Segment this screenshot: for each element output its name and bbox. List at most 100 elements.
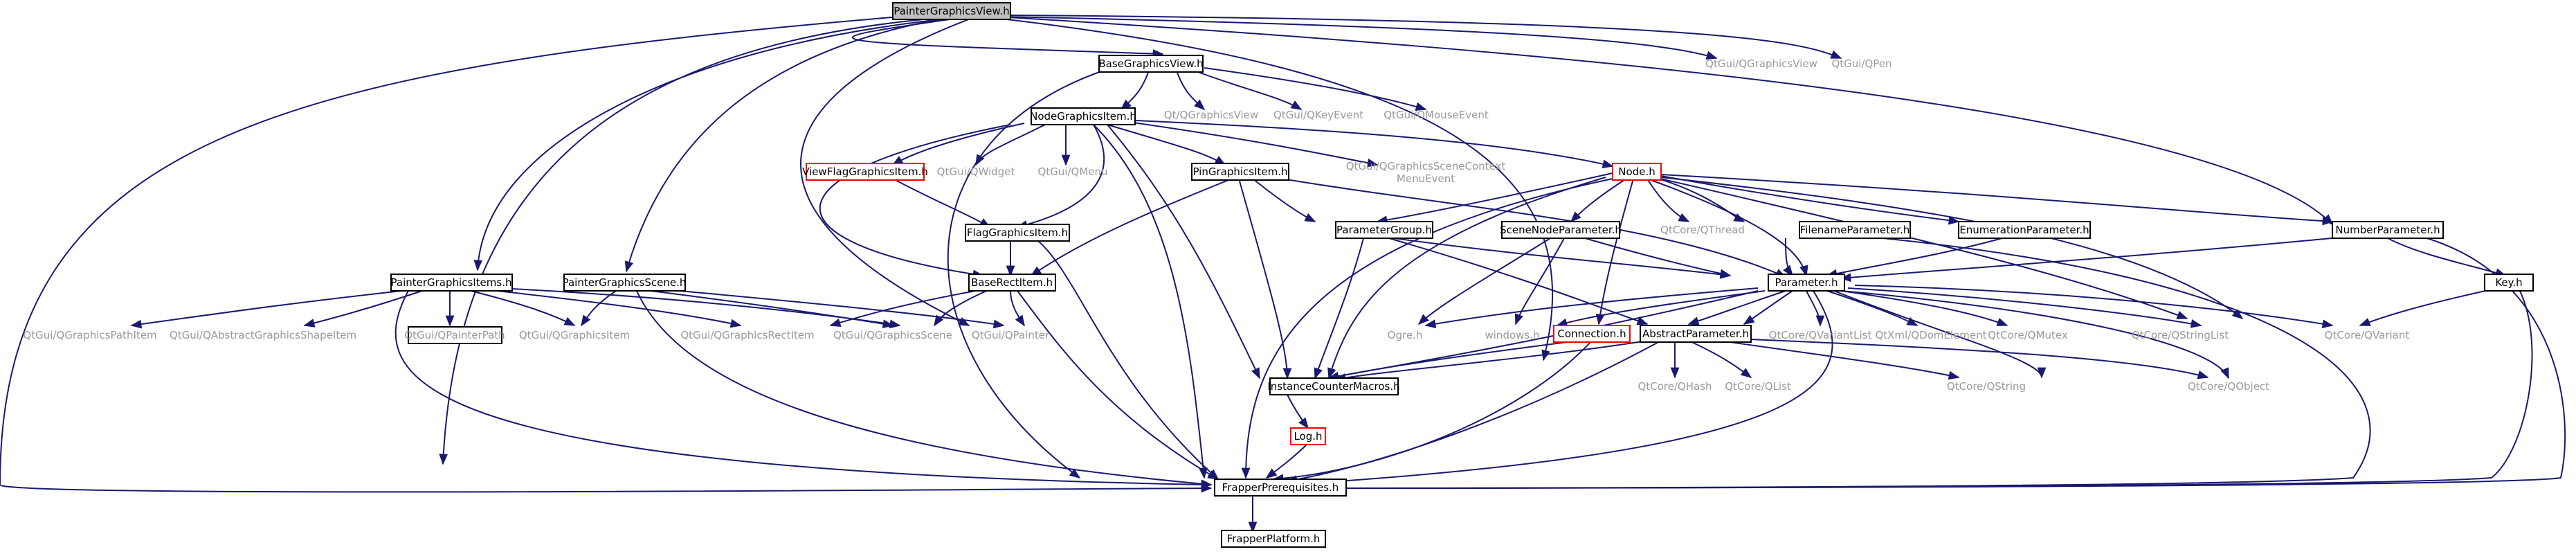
node-qkeyevent[interactable]: QtGui/QKeyEvent — [1273, 109, 1363, 121]
edge — [1327, 177, 1606, 379]
edge — [892, 178, 991, 228]
node-qt-qgraphicsview[interactable]: Qt/QGraphicsView — [1164, 109, 1258, 121]
node-qmouseevent[interactable]: QtGui/QMouseEvent — [1384, 109, 1489, 121]
edge — [394, 290, 1213, 490]
node-baserectitem[interactable]: BaseRectItem.h — [968, 274, 1056, 292]
edge — [1424, 287, 1759, 328]
node-qabstractgraphicsshapeitem[interactable]: QtGui/QAbstractGraphicsShapeItem — [170, 329, 356, 341]
node-filenameparameter[interactable]: FilenameParameter.h — [1799, 221, 1911, 239]
node-windows[interactable]: windows.h — [1485, 329, 1540, 341]
node-pingraphicsitem[interactable]: PinGraphicsItem.h — [1191, 163, 1289, 181]
node-qpainterpath-label: QtGui/QPainterPath — [404, 329, 505, 341]
edge — [1107, 124, 1226, 166]
edge — [1556, 290, 1766, 327]
node-paintergraphicsscene[interactable]: PainterGraphicsScene.h — [563, 274, 687, 292]
node-qmutex[interactable]: QtCore/QMutex — [1988, 329, 2068, 341]
node-qgraphicsitem[interactable]: QtGui/QGraphicsItem — [519, 329, 630, 341]
node-key[interactable]: Key.h — [2484, 274, 2534, 292]
node-ogre-label: Ogre.h — [1388, 329, 1423, 341]
node-abstractparameter[interactable]: AbstractParameter.h — [1640, 325, 1752, 343]
edge — [439, 16, 956, 465]
edge — [1688, 340, 1752, 378]
edge — [473, 16, 970, 271]
node-qthread[interactable]: QtCore/QThread — [1660, 224, 1745, 236]
node-instancecountermacros[interactable]: InstanceCounterMacros.h — [1267, 377, 1400, 395]
edge — [1716, 337, 2209, 379]
node-frapperplatform[interactable]: FrapperPlatform.h — [1221, 530, 1326, 548]
node-log-label: Log.h — [1294, 430, 1322, 443]
edge — [1417, 238, 1551, 325]
node-qdomelement-label: QtXml/QDomElement — [1875, 329, 1986, 341]
edge — [982, 16, 1554, 361]
edge — [934, 289, 990, 327]
edge — [1653, 177, 1745, 222]
node-qpen[interactable]: QtGui/QPen — [1831, 57, 1892, 70]
node-qpainterpath[interactable]: QtGui/QPainterPath — [404, 326, 505, 344]
node-qt-qgraphicsview-label: Qt/QGraphicsView — [1164, 109, 1258, 121]
node-qwidget-label: QtGui/QWidget — [937, 166, 1015, 178]
edge — [1265, 443, 1309, 479]
node-parameter[interactable]: Parameter.h — [1768, 274, 1845, 292]
node-nodegraphicsitem[interactable]: NodeGraphicsItem.h — [1030, 107, 1136, 125]
node-instancecountermacros-label: InstanceCounterMacros.h — [1267, 380, 1399, 393]
node-qdomelement[interactable]: QtXml/QDomElement — [1875, 329, 1986, 341]
node-connection[interactable]: Connection.h — [1553, 325, 1631, 343]
edge — [1241, 178, 1613, 479]
edge — [2359, 289, 2492, 326]
node-frapperprerequisites[interactable]: FrapperPrerequisites.h — [1214, 479, 1347, 497]
node-filenameparameter-label: FilenameParameter.h — [1800, 224, 1910, 236]
edge — [2387, 238, 2507, 277]
node-qhash[interactable]: QtCore/QHash — [1638, 380, 1712, 393]
node-qgraphicsrectitem[interactable]: QtGui/QGraphicsRectItem — [680, 329, 814, 341]
edge — [1376, 172, 1613, 224]
node-qgraphicsscene[interactable]: QtGui/QGraphicsScene — [833, 329, 952, 341]
edge — [1514, 238, 1565, 325]
node-qgraphicsview-top[interactable]: QtGui/QGraphicsView — [1705, 57, 1817, 70]
node-abstractparameter-label: AbstractParameter.h — [1642, 328, 1749, 340]
node-qgraphicsscenecontextmenuevent[interactable]: QtGui/QGraphicsSceneContext MenuEvent — [1346, 160, 1506, 185]
edge — [1272, 340, 1593, 483]
node-qstring-label: QtCore/QString — [1947, 380, 2026, 393]
edge — [650, 290, 894, 328]
node-qvariantlist[interactable]: QtCore/QVariantList — [1769, 329, 1872, 341]
node-log[interactable]: Log.h — [1290, 427, 1326, 445]
node-qobject[interactable]: QtCore/QObject — [2188, 380, 2269, 393]
node-enumerationparameter[interactable]: EnumerationParameter.h — [1958, 221, 2091, 239]
node-ogre[interactable]: Ogre.h — [1388, 329, 1423, 341]
edge — [1595, 178, 1634, 325]
node-scenenodeparameter[interactable]: SceneNodeParameter.h — [1500, 221, 1622, 239]
edge — [664, 289, 1005, 329]
node-qpainter[interactable]: QtGui/QPainter — [972, 329, 1050, 341]
node-paintergraphicsitems[interactable]: PainterGraphicsItems.h — [390, 274, 513, 292]
node-qstring[interactable]: QtCore/QString — [1947, 380, 2026, 393]
node-node[interactable]: Node.h — [1612, 163, 1662, 181]
node-qpen-label: QtGui/QPen — [1831, 57, 1892, 70]
node-flaggraphicsitem[interactable]: FlagGraphicsItem.h — [965, 224, 1070, 242]
node-qwidget[interactable]: QtGui/QWidget — [937, 166, 1015, 178]
edge — [636, 290, 1213, 489]
node-viewflaggraphicsitem[interactable]: ViewFlagGraphicsItem.h — [802, 163, 928, 181]
node-qobject-label: QtCore/QObject — [2188, 380, 2269, 393]
edge — [1384, 236, 1732, 279]
node-qstringlist[interactable]: QtCore/QStringList — [2132, 329, 2229, 341]
node-qvariant[interactable]: QtCore/QVariant — [2325, 329, 2410, 341]
node-basegraphicsview[interactable]: BaseGraphicsView.h — [1098, 55, 1204, 73]
node-parameter-label: Parameter.h — [1775, 276, 1838, 289]
edge — [1660, 175, 1960, 225]
node-numberparameter[interactable]: NumberParameter.h — [2332, 221, 2444, 239]
node-qmouseevent-label: QtGui/QMouseEvent — [1384, 109, 1489, 121]
node-parametergroup[interactable]: ParameterGroup.h — [1335, 221, 1433, 239]
node-qmenu[interactable]: QtGui/QMenu — [1037, 166, 1107, 178]
edge — [891, 123, 1025, 166]
node-qgraphicsscenecontextmenuevent-label-1: QtGui/QGraphicsSceneContext — [1346, 160, 1506, 172]
edge — [1584, 238, 1732, 278]
edge — [947, 69, 1108, 479]
edge — [1176, 70, 1206, 111]
node-qlist[interactable]: QtCore/QList — [1725, 380, 1791, 393]
edge — [1826, 290, 1919, 326]
node-root[interactable]: PainterGraphicsView.h — [892, 2, 1011, 20]
node-qgraphicspathitem[interactable]: QtGui/QGraphicsPathItem — [23, 329, 156, 341]
edges — [0, 15, 2566, 533]
node-key-label: Key.h — [2495, 276, 2522, 289]
edge — [1252, 178, 1316, 222]
